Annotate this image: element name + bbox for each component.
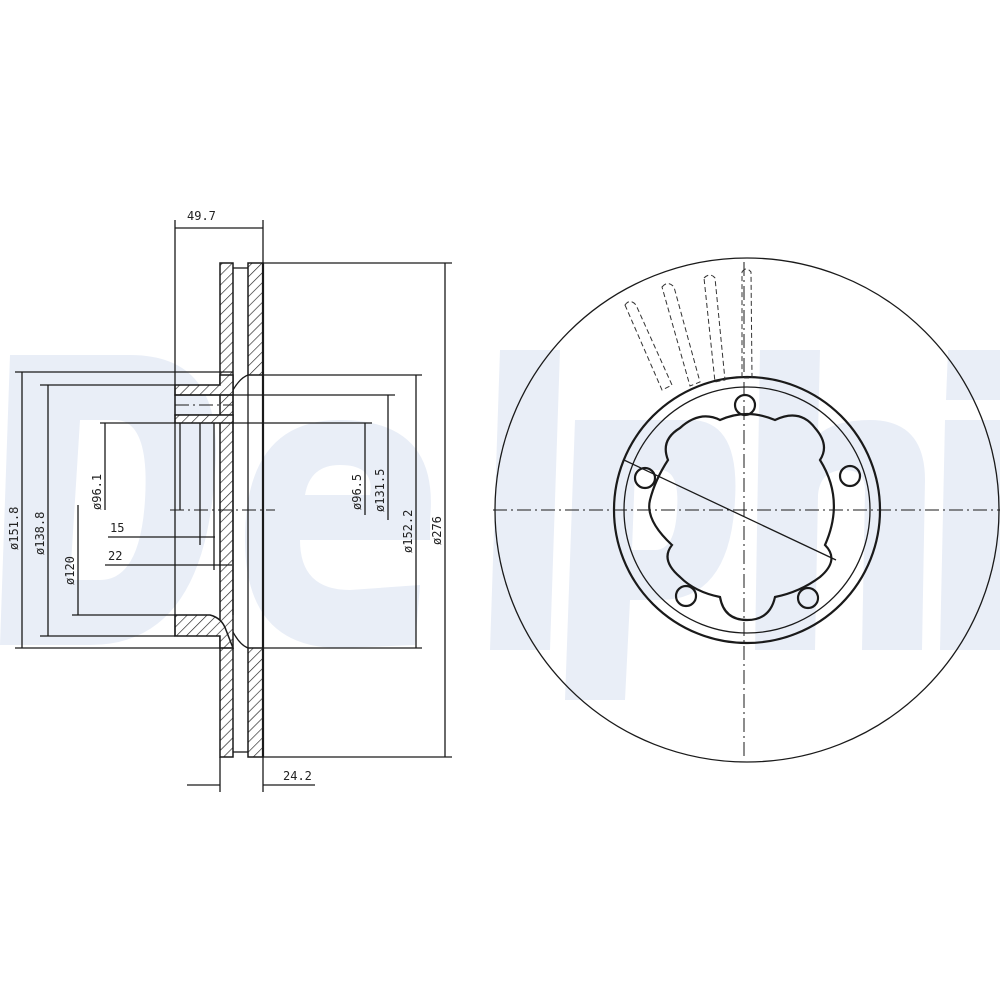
bolt-hole-icon xyxy=(674,584,698,608)
dim-49-7: 49.7 xyxy=(187,209,216,223)
dimensions: 49.7 24.2 ø151.8 ø138.8 ø120 ø96.1 15 22 xyxy=(7,209,452,792)
bolt-hole-icon xyxy=(733,393,757,417)
dim-120: ø120 xyxy=(63,556,77,585)
dim-152-2: ø152.2 xyxy=(401,510,415,553)
dim-276: ø276 xyxy=(430,516,444,545)
section-view xyxy=(170,262,275,758)
bolt-holes xyxy=(633,393,862,610)
front-view xyxy=(493,257,1000,763)
dim-138-8: ø138.8 xyxy=(33,512,47,555)
dim-151-8: ø151.8 xyxy=(7,507,21,550)
dim-24-2: 24.2 xyxy=(283,769,312,783)
bolt-hole-icon xyxy=(838,464,862,488)
inner-friction-plate-top xyxy=(247,262,264,376)
bolt-hole-icon xyxy=(796,586,820,610)
diameter-leader xyxy=(623,459,837,561)
cooling-vanes xyxy=(624,268,753,391)
bolt-hole-icon xyxy=(633,466,657,490)
inner-friction-plate-bottom xyxy=(247,647,264,758)
delphi-watermark-logo xyxy=(0,350,1000,700)
dim-96-1: ø96.1 xyxy=(90,474,104,510)
hub-flange-bottom xyxy=(174,614,235,649)
dim-96-5: ø96.5 xyxy=(350,474,364,510)
dim-15: 15 xyxy=(110,521,124,535)
center-bore-cutout xyxy=(648,412,835,622)
dim-131-5: ø131.5 xyxy=(373,469,387,512)
dim-22: 22 xyxy=(108,549,122,563)
